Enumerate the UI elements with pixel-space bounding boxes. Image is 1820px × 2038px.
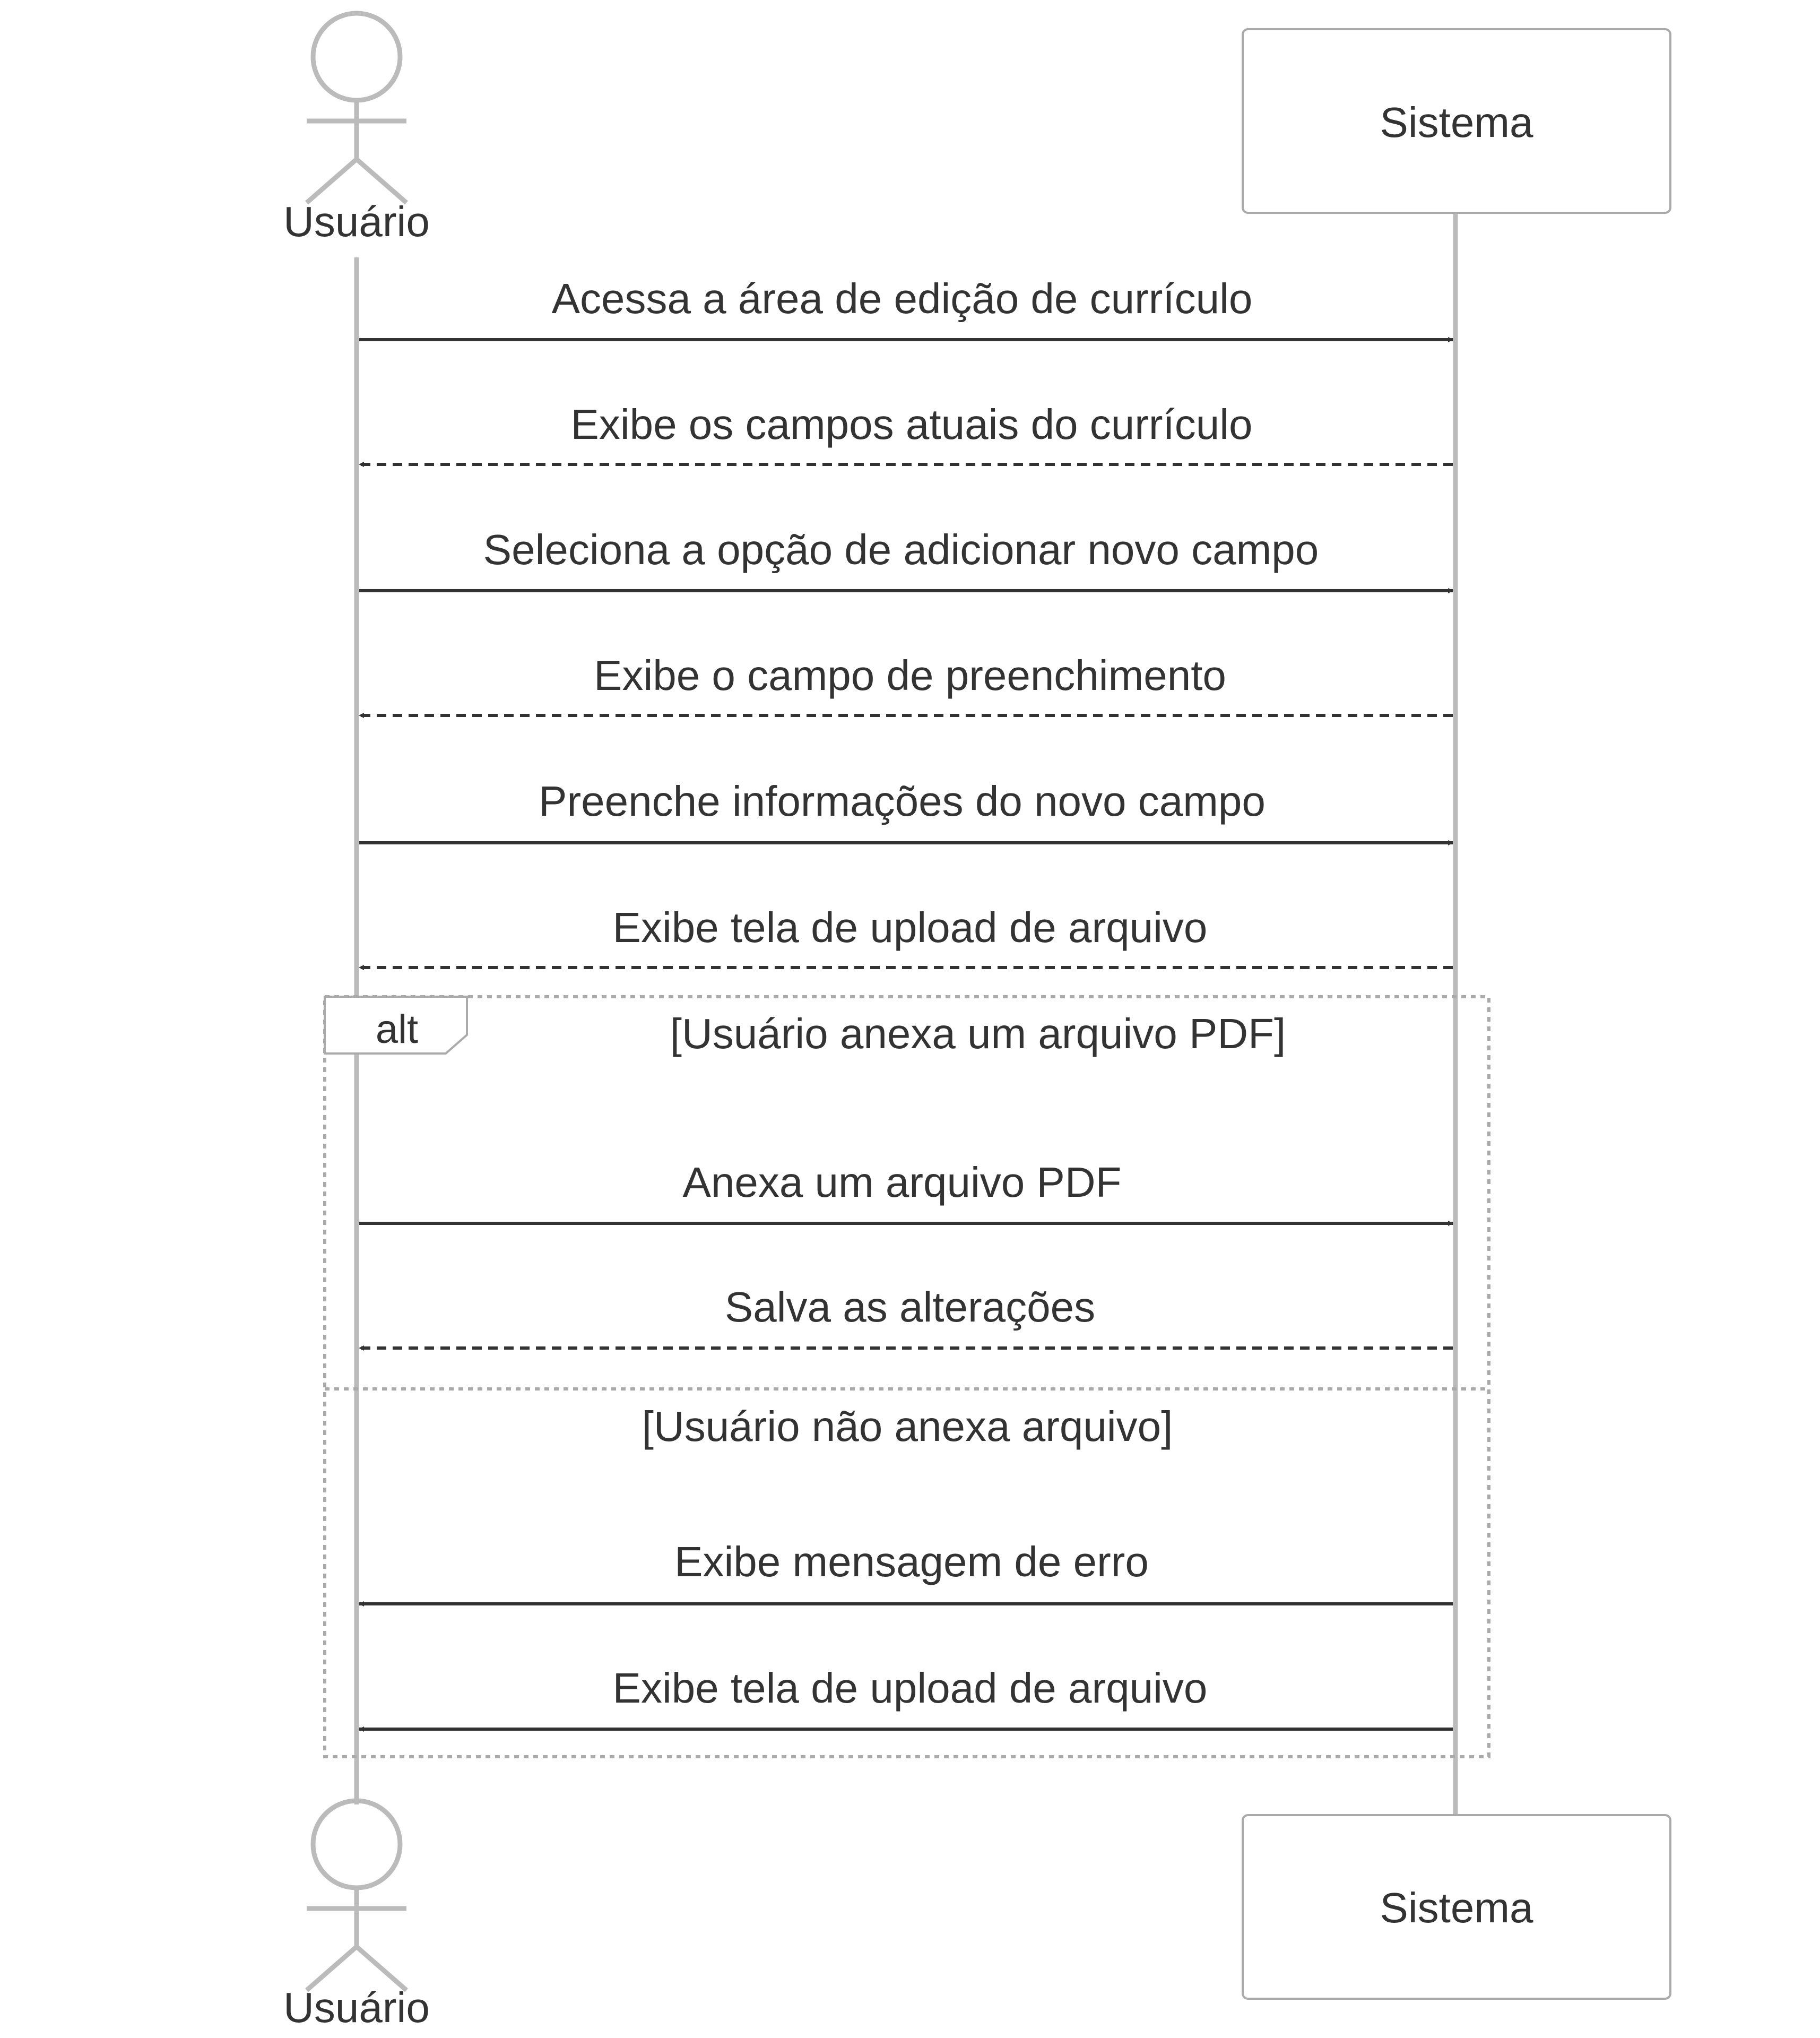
- message-7: Anexa um arquivo PDF: [359, 1159, 1453, 1226]
- system-box-top-rect: [1242, 28, 1671, 214]
- system-label-top: Sistema: [1380, 99, 1533, 146]
- message-5-label: Preenche informações do novo campo: [539, 778, 1266, 825]
- message-4-label: Exibe o campo de preenchimento: [594, 652, 1226, 699]
- alt-fragment-frame: [323, 995, 1490, 1758]
- user-actor-top: Usuário: [283, 11, 430, 245]
- message-2-label: Exibe os campos atuais do currículo: [570, 401, 1252, 448]
- message-6-label: Exibe tela de upload de arquivo: [613, 904, 1208, 951]
- message-8-label: Salva as alterações: [725, 1283, 1095, 1331]
- message-7-label: Anexa um arquivo PDF: [682, 1159, 1121, 1206]
- message-4: Exibe o campo de preenchimento: [359, 652, 1453, 718]
- message-3-label: Seleciona a opção de adicionar novo camp…: [483, 526, 1319, 573]
- alt-condition-1: [Usuário anexa um arquivo PDF]: [670, 1010, 1286, 1057]
- actor-figure-icon: [305, 1798, 408, 1992]
- alt-fragment-label: alt: [376, 1007, 418, 1052]
- user-label-top: Usuário: [283, 198, 430, 245]
- system-box-bottom-rect: [1242, 1814, 1671, 2000]
- user-label-bottom: Usuário: [283, 1984, 430, 2031]
- user-actor-bottom: Usuário: [283, 1798, 430, 2031]
- alt-fragment-tab: [324, 996, 468, 1055]
- message-6: Exibe tela de upload de arquivo: [359, 904, 1453, 970]
- message-10-label: Exibe tela de upload de arquivo: [613, 1664, 1208, 1712]
- system-box-bottom: Sistema: [1242, 1814, 1671, 2000]
- message-9: Exibe mensagem de erro: [359, 1538, 1453, 1607]
- alt-condition-2: [Usuário não anexa arquivo]: [642, 1403, 1173, 1450]
- message-8: Salva as alterações: [359, 1283, 1453, 1351]
- system-label-bottom: Sistema: [1380, 1884, 1533, 1931]
- message-2: Exibe os campos atuais do currículo: [359, 401, 1453, 467]
- message-3: Seleciona a opção de adicionar novo camp…: [359, 526, 1453, 593]
- message-5: Preenche informações do novo campo: [359, 778, 1453, 845]
- message-1: Acessa a área de edição de currículo: [359, 275, 1453, 342]
- message-1-label: Acessa a área de edição de currículo: [552, 275, 1253, 322]
- message-10: Exibe tela de upload de arquivo: [359, 1664, 1453, 1732]
- system-box-top: Sistema: [1242, 28, 1671, 214]
- alt-fragment: alt [Usuário anexa um arquivo PDF] [Usuá…: [323, 995, 1490, 1758]
- message-9-label: Exibe mensagem de erro: [674, 1538, 1149, 1585]
- actor-figure-icon: [305, 11, 408, 205]
